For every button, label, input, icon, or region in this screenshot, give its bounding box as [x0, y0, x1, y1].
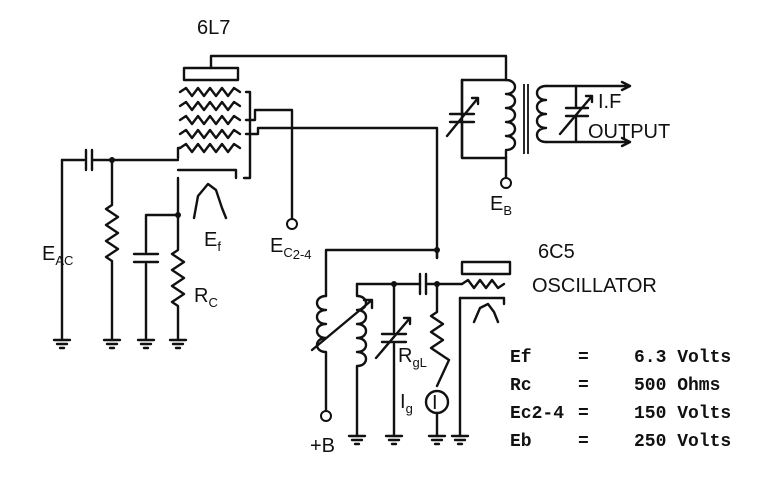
svg-text:6.3 Volts: 6.3 Volts	[634, 348, 731, 368]
spec-table: Ef = 6.3 Volts Rc = 500 Ohms Ec2-4 = 150…	[510, 348, 731, 452]
svg-text:500 Ohms: 500 Ohms	[634, 376, 720, 396]
rc-label: RC	[194, 285, 218, 310]
spec-row: Ec2-4 = 150 Volts	[510, 404, 731, 424]
if-label: I.F	[598, 91, 621, 113]
spec-row: Eb = 250 Volts	[510, 432, 731, 452]
output-label: OUTPUT	[588, 121, 670, 143]
spec-row: Rc = 500 Ohms	[510, 376, 720, 396]
input-network: EAC RC Ef	[42, 148, 221, 350]
bypass-capacitor	[132, 252, 160, 264]
svg-text:250 Volts: 250 Volts	[634, 432, 731, 452]
plate-lead	[209, 54, 508, 82]
mixer-grid-4	[178, 128, 242, 140]
ground-8	[450, 434, 470, 446]
meter-label: I	[432, 392, 438, 414]
if-transformer: I.F OUTPUT EB	[445, 78, 670, 218]
rgl-label: RgL	[398, 345, 427, 370]
osc-cathode	[458, 296, 506, 306]
mixer-grid-3	[178, 114, 242, 126]
svg-text:Eb: Eb	[510, 432, 532, 452]
mixer-tube-label: 6L7	[197, 17, 230, 39]
ig-label: Ig	[400, 391, 413, 416]
mixer-grid-5	[178, 142, 242, 154]
secondary-trim-capacitor	[564, 106, 590, 118]
eb-terminal	[500, 177, 512, 189]
mixer-grid-1	[178, 86, 242, 98]
output-arrow-bottom	[574, 136, 632, 148]
oscillator-6c5: 6C5 OSCILLATOR +B RgL I Ig	[310, 241, 657, 457]
spec-row: Ef = 6.3 Volts	[510, 348, 731, 368]
tank-capacitor	[380, 282, 408, 438]
mixer-grid-2	[178, 100, 242, 112]
svg-text:Rc: Rc	[510, 376, 532, 396]
ec-terminal	[286, 218, 298, 230]
svg-text:=: =	[578, 348, 589, 368]
svg-text:=: =	[578, 432, 589, 452]
mixer-plate	[182, 66, 240, 82]
ground-1	[52, 338, 72, 350]
ground-5	[347, 434, 367, 446]
osc-plate	[460, 260, 512, 276]
osc-label: OSCILLATOR	[532, 275, 657, 297]
svg-text:150 Volts: 150 Volts	[634, 404, 731, 424]
ground-4	[168, 338, 188, 350]
grid-resistor	[104, 158, 120, 342]
secondary-coil	[535, 84, 548, 144]
mixer-tube-6l7: 6L7	[176, 17, 439, 260]
mixer-heater	[192, 182, 228, 220]
ec-label: EC2-4	[270, 235, 312, 262]
eac-label: EAC	[42, 243, 73, 268]
tickler-coil	[315, 294, 328, 412]
ground-3	[136, 338, 156, 350]
plus-b-terminal	[320, 410, 332, 422]
ground-6	[384, 434, 404, 446]
grid-leak-resistor	[429, 282, 451, 388]
osc-type-label: 6C5	[538, 241, 575, 263]
ground-7	[427, 434, 447, 446]
svg-text:=: =	[578, 404, 589, 424]
osc-grid	[460, 278, 506, 290]
svg-text:Ef: Ef	[510, 348, 532, 368]
ground-2	[102, 338, 122, 350]
eb-label: EB	[490, 193, 512, 218]
svg-text:Ec2-4: Ec2-4	[510, 404, 564, 424]
output-arrow-top	[574, 80, 632, 92]
plus-b-label: +B	[310, 435, 335, 457]
osc-heater	[472, 302, 500, 324]
mixer-cathode	[176, 168, 238, 180]
ef-label: Ef	[204, 229, 221, 254]
svg-text:=: =	[578, 376, 589, 396]
primary-coil	[504, 78, 517, 160]
cathode-resistor	[170, 213, 186, 342]
